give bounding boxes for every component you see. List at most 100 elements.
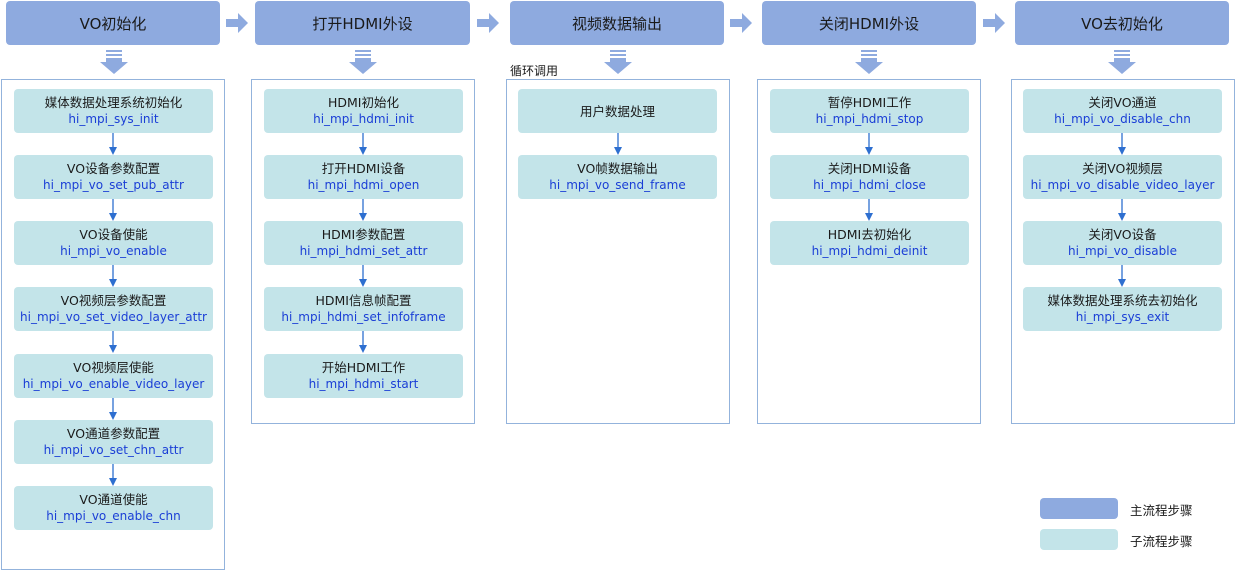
right-arrow-icon (477, 13, 499, 33)
substep-function: hi_mpi_vo_enable (60, 244, 167, 258)
substep-function: hi_mpi_vo_disable_video_layer (1030, 178, 1215, 192)
substep-title: VO设备使能 (79, 227, 148, 242)
right-arrow-icon (730, 13, 752, 33)
down-arrow-icon (855, 50, 883, 74)
substep-hdmi-close: 关闭HDMI设备 hi_mpi_hdmi_close (770, 155, 969, 199)
substep-title: 媒体数据处理系统去初始化 (1047, 293, 1198, 308)
main-step-video-output: 视频数据输出 (510, 1, 724, 45)
substep-hdmi-open: 打开HDMI设备 hi_mpi_hdmi_open (264, 155, 463, 199)
substep-title: 开始HDMI工作 (321, 360, 406, 375)
substep-vo-set-pub-attr: VO设备参数配置 hi_mpi_vo_set_pub_attr (14, 155, 213, 199)
substep-panel-close-hdmi (757, 79, 981, 424)
legend-swatch-main (1040, 498, 1118, 519)
right-arrow-icon (226, 13, 248, 33)
connector-arrow-icon (359, 331, 367, 353)
connector-arrow-icon (359, 265, 367, 287)
legend-label-main: 主流程步骤 (1130, 503, 1193, 518)
substep-title: 关闭VO设备 (1088, 227, 1157, 242)
substep-title: VO设备参数配置 (66, 161, 161, 176)
substep-function: hi_mpi_vo_set_video_layer_attr (20, 310, 207, 324)
connector-arrow-icon (1118, 199, 1126, 221)
substep-sys-exit: 媒体数据处理系统去初始化 hi_mpi_sys_exit (1023, 287, 1222, 331)
main-step-label: VO初始化 (79, 14, 147, 33)
main-step-label: VO去初始化 (1081, 14, 1163, 33)
substep-title: 关闭HDMI设备 (827, 161, 912, 176)
substep-vo-send-frame: VO帧数据输出 hi_mpi_vo_send_frame (518, 155, 717, 199)
substep-panel-open-hdmi (251, 79, 475, 424)
connector-arrow-icon (109, 398, 117, 420)
substep-user-data-process: 用户数据处理 (518, 89, 717, 133)
legend-label-sub: 子流程步骤 (1130, 534, 1193, 549)
substep-function: hi_mpi_vo_enable_chn (46, 509, 181, 523)
substep-vo-enable: VO设备使能 hi_mpi_vo_enable (14, 221, 213, 265)
substep-vo-disable: 关闭VO设备 hi_mpi_vo_disable (1023, 221, 1222, 265)
connector-arrow-icon (359, 199, 367, 221)
substep-panel-video-output (506, 79, 730, 424)
substep-hdmi-init: HDMI初始化 hi_mpi_hdmi_init (264, 89, 463, 133)
main-step-open-hdmi: 打开HDMI外设 (255, 1, 470, 45)
substep-function: hi_mpi_vo_set_chn_attr (43, 443, 184, 457)
down-arrow-icon (349, 50, 377, 74)
substep-function: hi_mpi_vo_send_frame (549, 178, 686, 192)
connector-arrow-icon (109, 265, 117, 287)
substep-title: 关闭VO视频层 (1082, 161, 1163, 176)
down-arrow-icon (100, 50, 128, 74)
right-arrow-icon (983, 13, 1005, 33)
substep-title: HDMI初始化 (328, 95, 399, 110)
connector-arrow-icon (109, 331, 117, 353)
substep-function: hi_mpi_hdmi_open (307, 178, 420, 192)
connector-arrow-icon (1118, 265, 1126, 287)
substep-hdmi-set-attr: HDMI参数配置 hi_mpi_hdmi_set_attr (264, 221, 463, 265)
substep-function: hi_mpi_vo_disable (1068, 244, 1177, 258)
substep-sys-init: 媒体数据处理系统初始化 hi_mpi_sys_init (14, 89, 213, 133)
substep-function: hi_mpi_hdmi_deinit (811, 244, 928, 258)
substep-function: hi_mpi_hdmi_init (313, 112, 414, 126)
substep-function: hi_mpi_sys_init (68, 112, 159, 126)
connector-arrow-icon (614, 133, 622, 155)
substep-title: 打开HDMI设备 (321, 161, 406, 176)
substep-panel-vo-init (1, 79, 225, 570)
connector-arrow-icon (359, 133, 367, 155)
main-step-close-hdmi: 关闭HDMI外设 (762, 1, 976, 45)
substep-function: hi_mpi_vo_enable_video_layer (22, 377, 205, 391)
substep-title: HDMI信息帧配置 (315, 293, 412, 308)
substep-vo-disable-chn: 关闭VO通道 hi_mpi_vo_disable_chn (1023, 89, 1222, 133)
down-arrow-icon (604, 50, 632, 74)
substep-function: hi_mpi_hdmi_set_attr (299, 244, 428, 258)
substep-function: hi_mpi_vo_disable_chn (1054, 112, 1191, 126)
connector-arrow-icon (109, 464, 117, 486)
connector-arrow-icon (1118, 133, 1126, 155)
substep-title: 关闭VO通道 (1088, 95, 1157, 110)
substep-vo-set-video-layer-attr: VO视频层参数配置 hi_mpi_vo_set_video_layer_attr (14, 287, 213, 331)
substep-vo-enable-video-layer: VO视频层使能 hi_mpi_vo_enable_video_layer (14, 354, 213, 398)
legend-swatch-sub (1040, 529, 1118, 550)
substep-function: hi_mpi_vo_set_pub_attr (43, 178, 184, 192)
substep-title: 媒体数据处理系统初始化 (44, 95, 183, 110)
substep-title: VO视频层使能 (73, 360, 154, 375)
main-step-label: 关闭HDMI外设 (818, 14, 920, 33)
main-step-vo-deinit: VO去初始化 (1015, 1, 1229, 45)
substep-hdmi-deinit: HDMI去初始化 hi_mpi_hdmi_deinit (770, 221, 969, 265)
substep-title: HDMI参数配置 (321, 227, 406, 242)
substep-title: VO视频层参数配置 (60, 293, 167, 308)
substep-function: hi_mpi_hdmi_close (813, 178, 926, 192)
main-step-label: 视频数据输出 (571, 14, 662, 33)
substep-title: VO帧数据输出 (577, 161, 658, 176)
substep-function: hi_mpi_hdmi_stop (815, 112, 924, 126)
main-step-label: 打开HDMI外设 (312, 14, 413, 33)
connector-arrow-icon (109, 199, 117, 221)
substep-title: VO通道参数配置 (66, 426, 161, 441)
substep-vo-disable-video-layer: 关闭VO视频层 hi_mpi_vo_disable_video_layer (1023, 155, 1222, 199)
connector-arrow-icon (109, 133, 117, 155)
connector-arrow-icon (865, 133, 873, 155)
substep-vo-set-chn-attr: VO通道参数配置 hi_mpi_vo_set_chn_attr (14, 420, 213, 464)
substep-title: HDMI去初始化 (827, 227, 912, 242)
loop-label: 循环调用 (510, 64, 559, 78)
down-arrow-icon (1108, 50, 1136, 74)
substep-function: hi_mpi_sys_exit (1075, 310, 1170, 324)
substep-title: 用户数据处理 (579, 103, 655, 119)
